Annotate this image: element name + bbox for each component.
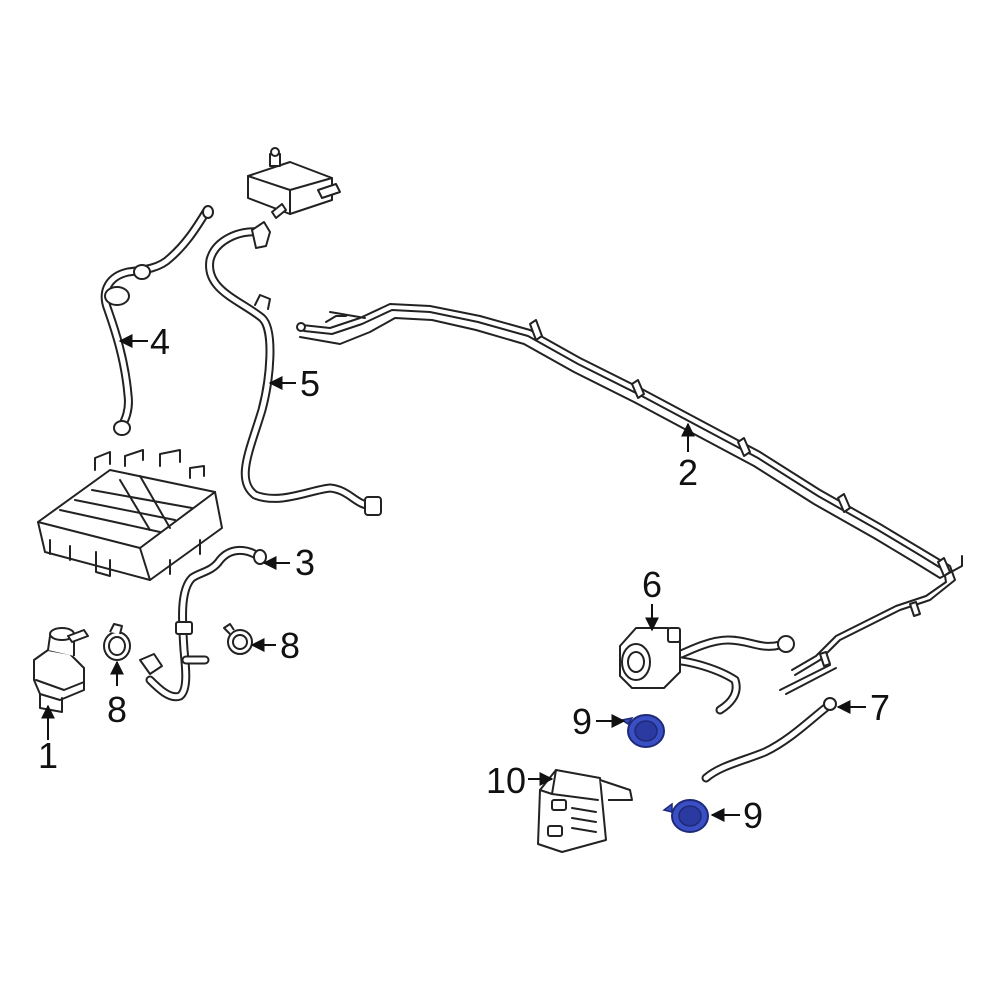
clamp-part-9-lower — [662, 799, 709, 833]
hose-part-3 — [139, 546, 267, 702]
clamp-part-9-upper — [620, 714, 665, 748]
callout-5: 5 — [300, 363, 320, 404]
clamp-part-8-right — [223, 623, 253, 655]
callout-9a: 9 — [572, 701, 592, 742]
callout-9b: 9 — [743, 795, 763, 836]
cooler-part-10 — [537, 769, 633, 853]
module-block — [37, 449, 223, 581]
callout-3: 3 — [295, 542, 315, 583]
line-assembly-part-2 — [296, 303, 963, 695]
callout-4: 4 — [150, 321, 170, 362]
callout-8b: 8 — [280, 625, 300, 666]
clamp-part-8-left — [103, 623, 131, 661]
callout-10: 10 — [486, 760, 526, 801]
callout-2: 2 — [678, 452, 698, 493]
purge-valve — [247, 147, 341, 219]
valve-part-6 — [619, 627, 795, 715]
callout-8a: 8 — [107, 689, 127, 730]
hose-part-5 — [205, 221, 382, 516]
hose-part-7 — [701, 697, 837, 783]
pump-part-1 — [33, 627, 89, 713]
callout-6: 6 — [642, 564, 662, 605]
callout-1: 1 — [38, 735, 58, 776]
callout-7: 7 — [870, 687, 890, 728]
hose-part-4 — [100, 205, 214, 436]
